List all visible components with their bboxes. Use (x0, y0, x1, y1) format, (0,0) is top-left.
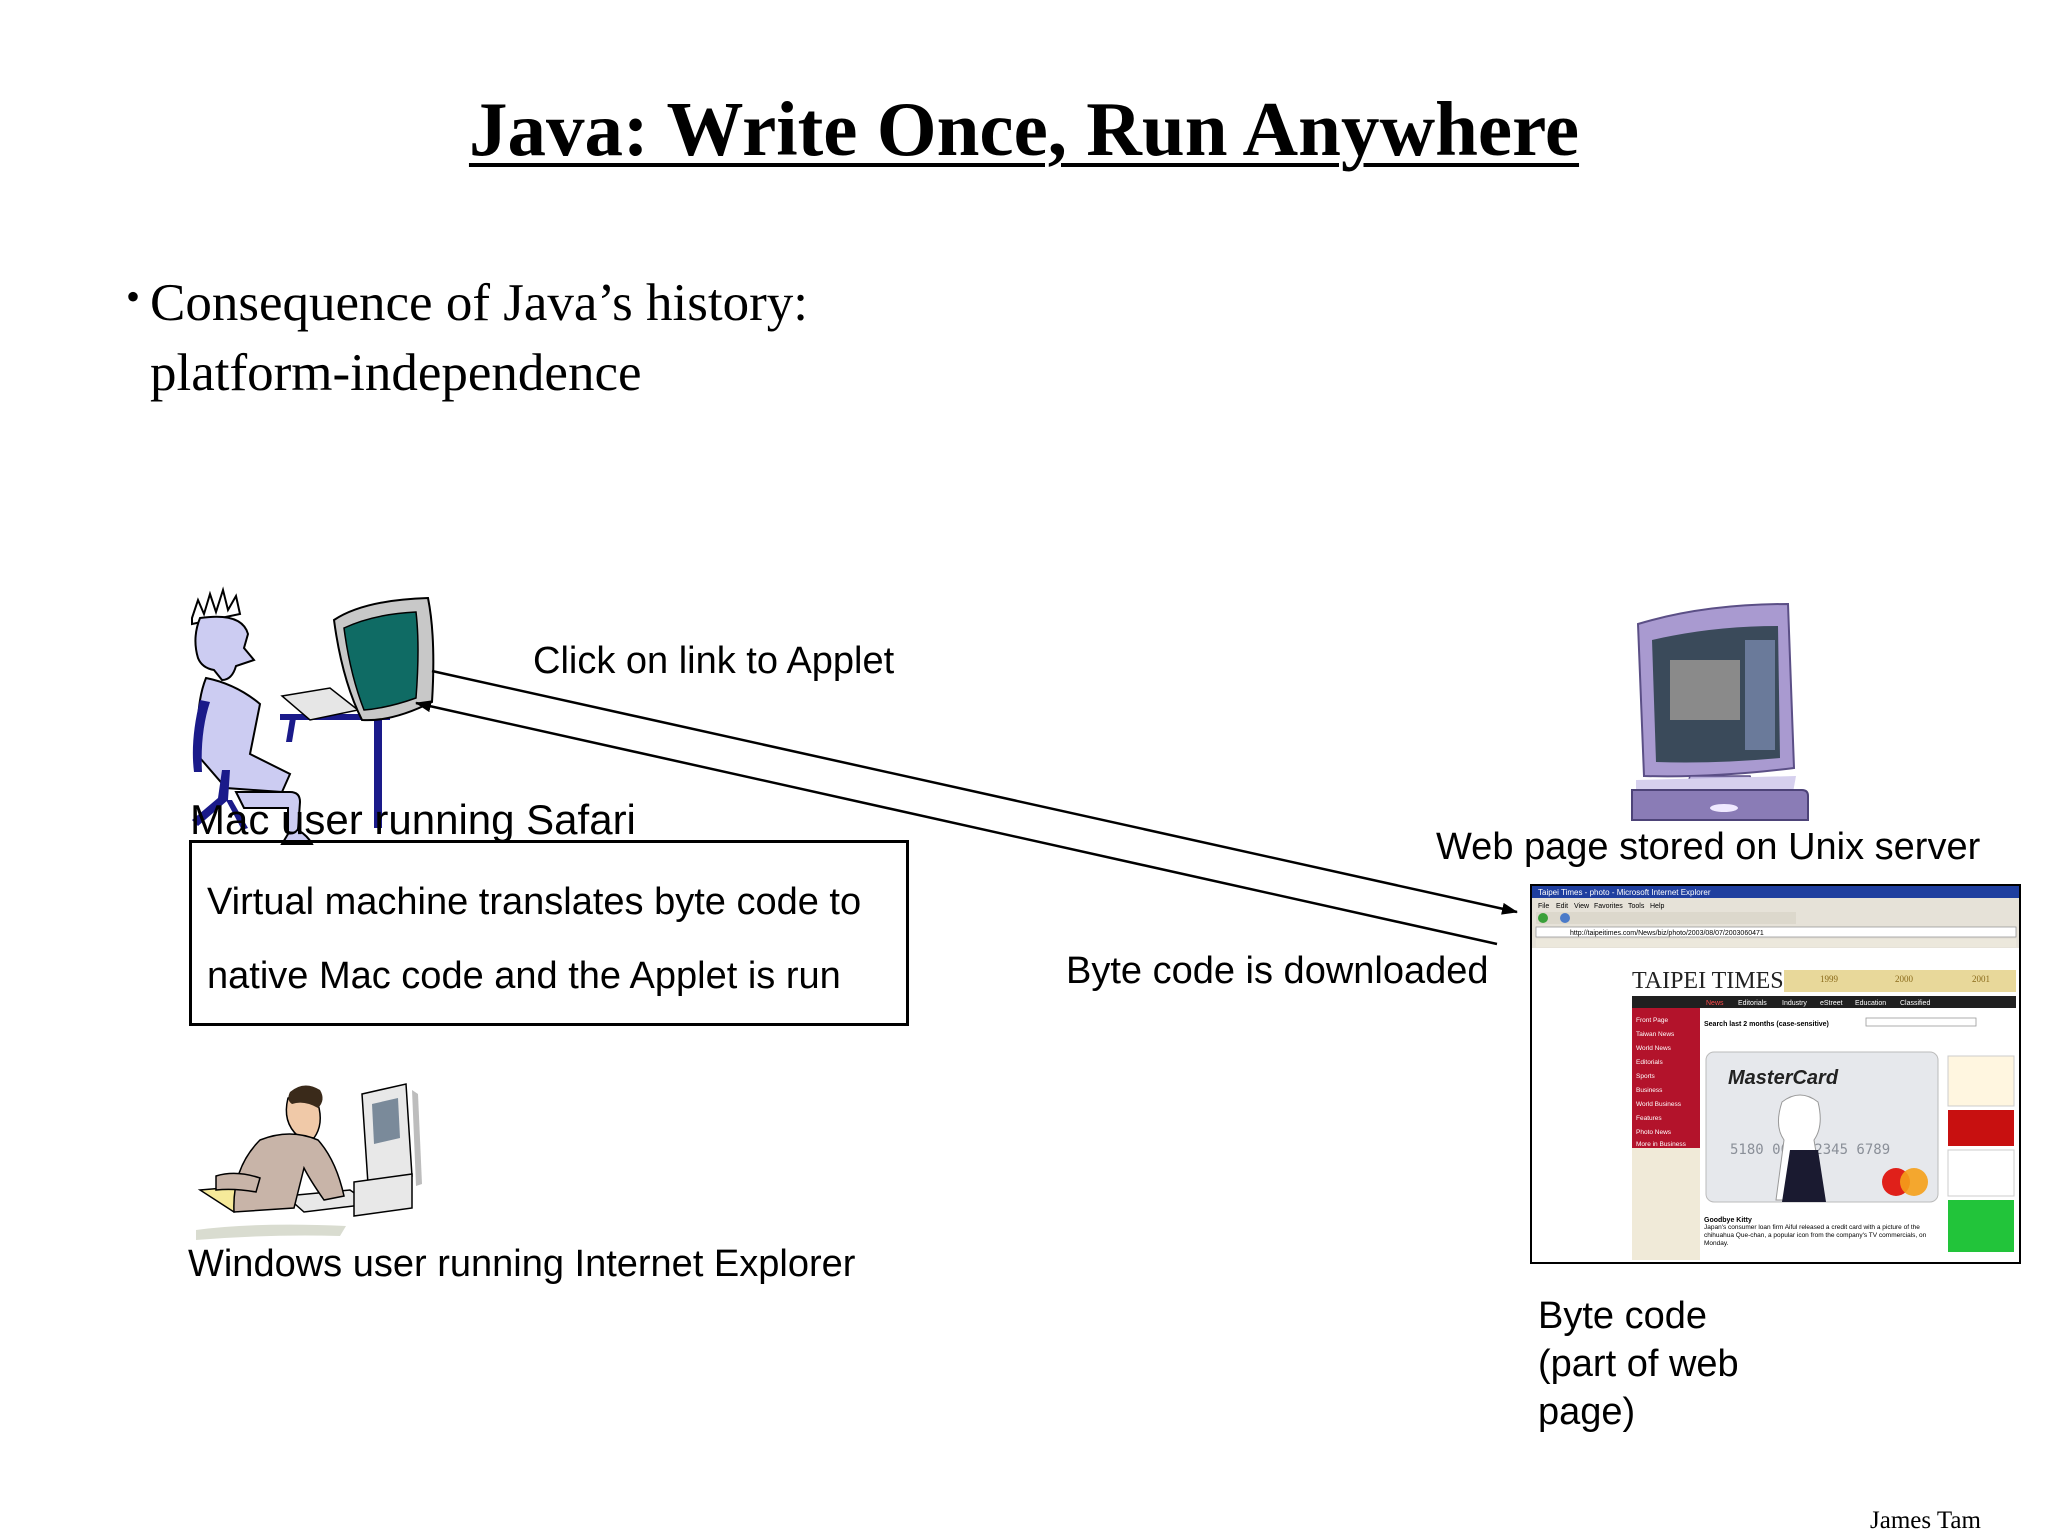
windows-user-label: Windows user running Internet Explorer (188, 1243, 856, 1285)
side-link-front-page: Front Page (1636, 1017, 1669, 1024)
side-link-world-news: World News (1636, 1045, 1672, 1052)
menu-file: File (1538, 903, 1549, 910)
slide-title: Java: Write Once, Run Anywhere (468, 86, 1580, 172)
year-1999: 1999 (1820, 974, 1839, 984)
browser-window: Taipei Times - photo - Microsoft Interne… (1530, 884, 2021, 1264)
vm-box-line-2: native Mac code and the Applet is run (207, 955, 841, 997)
side-link-sports: Sports (1636, 1073, 1656, 1080)
bullet-line-2: platform-independence (150, 344, 642, 402)
nav-news: News (1706, 1000, 1724, 1007)
download-arrow-label: Byte code is downloaded (1066, 950, 1489, 992)
menu-favorites: Favorites (1594, 903, 1623, 910)
bytecode-label: Byte code (part of web page) (1538, 1292, 1739, 1436)
article-headline: Goodbye Kitty (1704, 1217, 1752, 1224)
browser-title-text: Taipei Times - photo - Microsoft Interne… (1538, 888, 1711, 897)
nav-editorials: Editorials (1738, 1000, 1767, 1007)
card-brand: MasterCard (1728, 1067, 1839, 1089)
nav-education: Education (1855, 1000, 1886, 1007)
mac-user-label: Mac user running Safari (190, 796, 636, 843)
author-credit: James Tam (1870, 1507, 1981, 1534)
article-body: Japan's consumer loan firm Aiful release… (1704, 1224, 1927, 1247)
side-link-world-business: World Business (1636, 1101, 1682, 1108)
bullet-dot: • (126, 274, 141, 319)
bytecode-label-line-1: Byte code (1538, 1295, 1707, 1337)
nav-estreet: eStreet (1820, 1000, 1843, 1007)
virtual-machine-box: Virtual machine translates byte code to … (189, 840, 909, 1026)
browser-menu: File Edit View Favorites Tools Help (1538, 903, 1665, 910)
bullet-line-1: Consequence of Java’s history: (150, 274, 808, 332)
server-label: Web page stored on Unix server (1436, 826, 1981, 868)
side-link-more-business: More in Business (1636, 1141, 1687, 1148)
menu-edit: Edit (1556, 903, 1568, 910)
vm-box-line-1: Virtual machine translates byte code to (207, 881, 862, 923)
side-link-taiwan-news: Taiwan News (1636, 1031, 1675, 1038)
side-link-business: Business (1636, 1087, 1663, 1094)
side-link-editorials: Editorials (1636, 1059, 1663, 1066)
side-link-features: Features (1636, 1115, 1662, 1122)
nav-classified: Classified (1900, 1000, 1930, 1007)
side-link-photo-news: Photo News (1636, 1129, 1672, 1136)
server-computer (1631, 602, 1809, 821)
bytecode-label-line-3: page) (1538, 1391, 1636, 1433)
side-nav: Front Page Taiwan News World News Editor… (1636, 1017, 1687, 1148)
masthead: TAIPEI TIMES (1632, 968, 1784, 994)
nav-industry: Industry (1782, 1000, 1807, 1007)
menu-tools: Tools (1628, 903, 1645, 910)
search-label: Search last 2 months (case-sensitive) (1704, 1021, 1829, 1028)
menu-view: View (1574, 903, 1590, 910)
menu-help: Help (1650, 903, 1665, 910)
request-arrow-label: Click on link to Applet (533, 640, 895, 682)
year-2000: 2000 (1895, 974, 1914, 984)
year-2001: 2001 (1972, 974, 1990, 984)
bullet-point: • Consequence of Java’s history: platfor… (120, 268, 808, 408)
card-numbers: 5180 0000 2345 6789 (1730, 1142, 1890, 1158)
windows-user-figure (196, 1083, 422, 1240)
browser-address: http://taipeitimes.com/News/biz/photo/20… (1570, 930, 1764, 937)
bytecode-label-line-2: (part of web (1538, 1343, 1739, 1385)
